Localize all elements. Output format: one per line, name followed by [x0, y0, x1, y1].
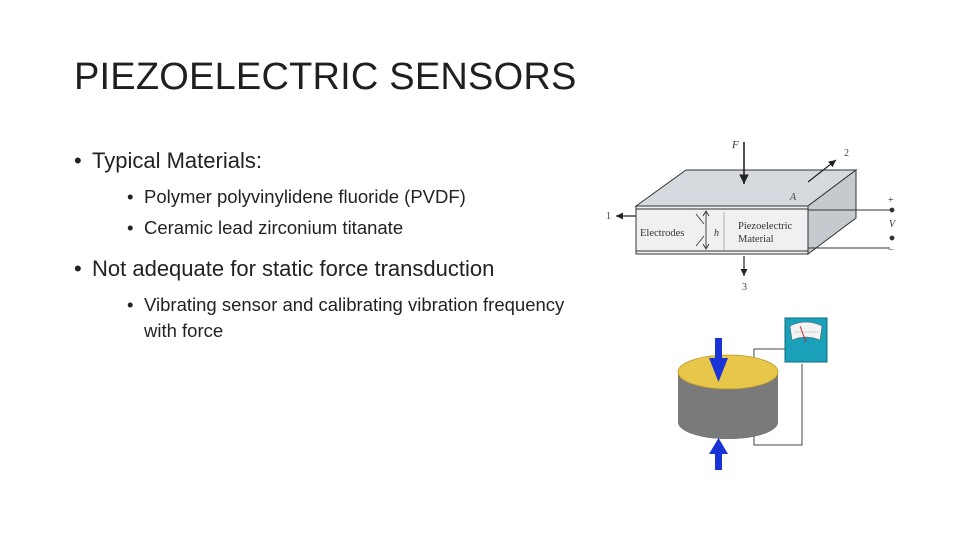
disc-sensor-diagram — [677, 317, 828, 470]
bullet-dot: • — [127, 186, 134, 207]
bottom-force-arrow-shaft — [715, 452, 722, 470]
sub-bullet-text: Vibrating sensor and calibrating vibrati… — [144, 293, 565, 342]
axis-2-arrow — [807, 159, 837, 183]
sub-bullet-pvdf: • Polymer polyvinylidene fluoride (PVDF) — [127, 184, 594, 211]
bullet-dot: • — [74, 148, 82, 173]
top-force-arrow-shaft — [715, 338, 722, 360]
force-label: F — [731, 139, 739, 151]
bullet-static-force: • Not adequate for static force transduc… — [74, 256, 594, 282]
disc-top — [677, 354, 779, 390]
bullet-dot: • — [127, 293, 134, 315]
sub-bullet-vibrating: • Vibrating sensor and calibrating vibra… — [127, 292, 594, 346]
sub-bullet-text: Polymer polyvinylidene fluoride (PVDF) — [144, 186, 466, 207]
block-side-face — [807, 169, 857, 255]
electrodes-label: Electrodes — [640, 228, 684, 239]
bullet-text: Not adequate for static force transducti… — [92, 255, 495, 281]
axis-3-label: 3 — [742, 282, 747, 293]
material-label-line2: Material — [738, 234, 774, 245]
bottom-force-arrow-head — [709, 438, 728, 454]
area-label: A — [789, 192, 797, 203]
voltmeter-needle — [799, 325, 807, 343]
voltmeter-dial — [789, 321, 823, 341]
terminal-minus — [889, 235, 895, 241]
voltage-label: V — [889, 219, 897, 230]
axis-1-label: 1 — [606, 211, 611, 222]
bullet-text: Typical Materials: — [92, 148, 262, 173]
bullet-dot: • — [74, 255, 82, 281]
sub-bullet-pzt: • Ceramic lead zirconium titanate — [127, 215, 594, 242]
slide-title: PIEZOELECTRIC SENSORS — [74, 56, 577, 98]
material-label-line1: Piezoelectric — [738, 221, 793, 232]
sub-bullet-text: Ceramic lead zirconium titanate — [144, 216, 404, 238]
voltage-plus: + — [888, 195, 894, 206]
bullet-dot: • — [127, 216, 134, 238]
piezo-block-diagram: F 2 A 1 3 Electrodes h Piezoelectric Mat… — [606, 139, 897, 293]
top-force-arrow-head — [709, 358, 728, 382]
axis-2-label: 2 — [844, 148, 849, 159]
bullet-list: • Typical Materials: • Polymer polyvinyl… — [74, 148, 594, 349]
terminal-plus — [889, 207, 895, 213]
block-front-face — [635, 205, 809, 255]
thickness-label: h — [714, 228, 719, 239]
voltage-minus: − — [888, 245, 894, 256]
bullet-typical-materials: • Typical Materials: — [74, 148, 594, 174]
